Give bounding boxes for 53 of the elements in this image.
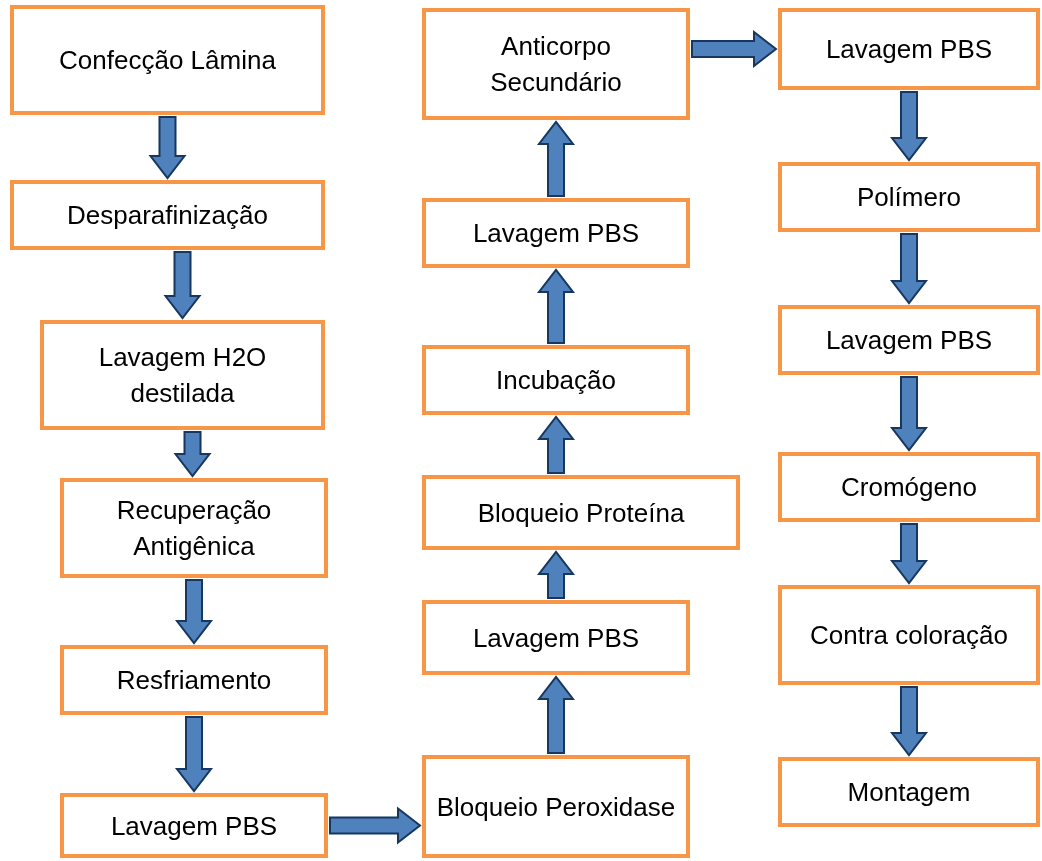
block-arrow [889,686,929,757]
step-label: Incubação [495,364,617,397]
block-arrow [536,120,576,197]
step-label: Lavagem PBS [824,324,994,357]
step-label: Bloqueio Proteína [476,496,686,530]
step-label: Cromógeno [840,471,978,504]
process-box [778,452,1040,522]
process-box [778,8,1040,90]
block-arrow [889,233,929,305]
step-label: Lavagem PBS [109,809,279,843]
block-arrow [691,29,778,69]
process-box [10,5,325,115]
process-box [778,162,1040,232]
process-box [422,198,690,268]
process-box [422,600,690,675]
step-label: Polímero [855,181,962,214]
step-label: Desparafinização [66,199,269,232]
block-arrow [174,716,214,793]
block-arrow [148,116,187,180]
process-box [422,8,690,120]
block-arrow [889,523,929,585]
step-label: Confecção Lâmina [58,44,277,77]
block-arrow [173,431,212,478]
process-box [778,757,1040,827]
step-label: Lavagem PBS [471,621,641,655]
process-box [40,320,325,430]
step-label: Lavagem PBS [471,217,641,250]
block-arrow [329,806,422,845]
step-label: Resfriamento [115,664,273,697]
step-label: Contra coloração [809,619,1009,652]
block-arrow [536,268,576,344]
process-box [422,345,690,415]
block-arrow [889,91,929,162]
step-label: Recuperação Antigênica [115,494,273,563]
block-arrow [889,376,929,452]
step-label: Bloqueio Peroxidase [435,790,677,824]
block-arrow [163,251,202,320]
block-arrow [174,579,214,645]
step-label: Lavagem PBS [824,33,994,66]
process-box [778,585,1040,685]
block-arrow [536,550,576,599]
block-arrow [536,675,576,754]
process-box [422,755,690,858]
process-box [10,180,325,250]
process-box [60,793,328,858]
process-box [60,645,328,715]
step-label: Anticorpo Secundário [489,30,623,99]
process-box [60,478,328,578]
process-box [778,305,1040,375]
step-label: Lavagem H2O destilada [97,341,268,410]
step-label: Montagem [846,776,972,809]
process-box [422,475,740,550]
block-arrow [536,415,576,474]
